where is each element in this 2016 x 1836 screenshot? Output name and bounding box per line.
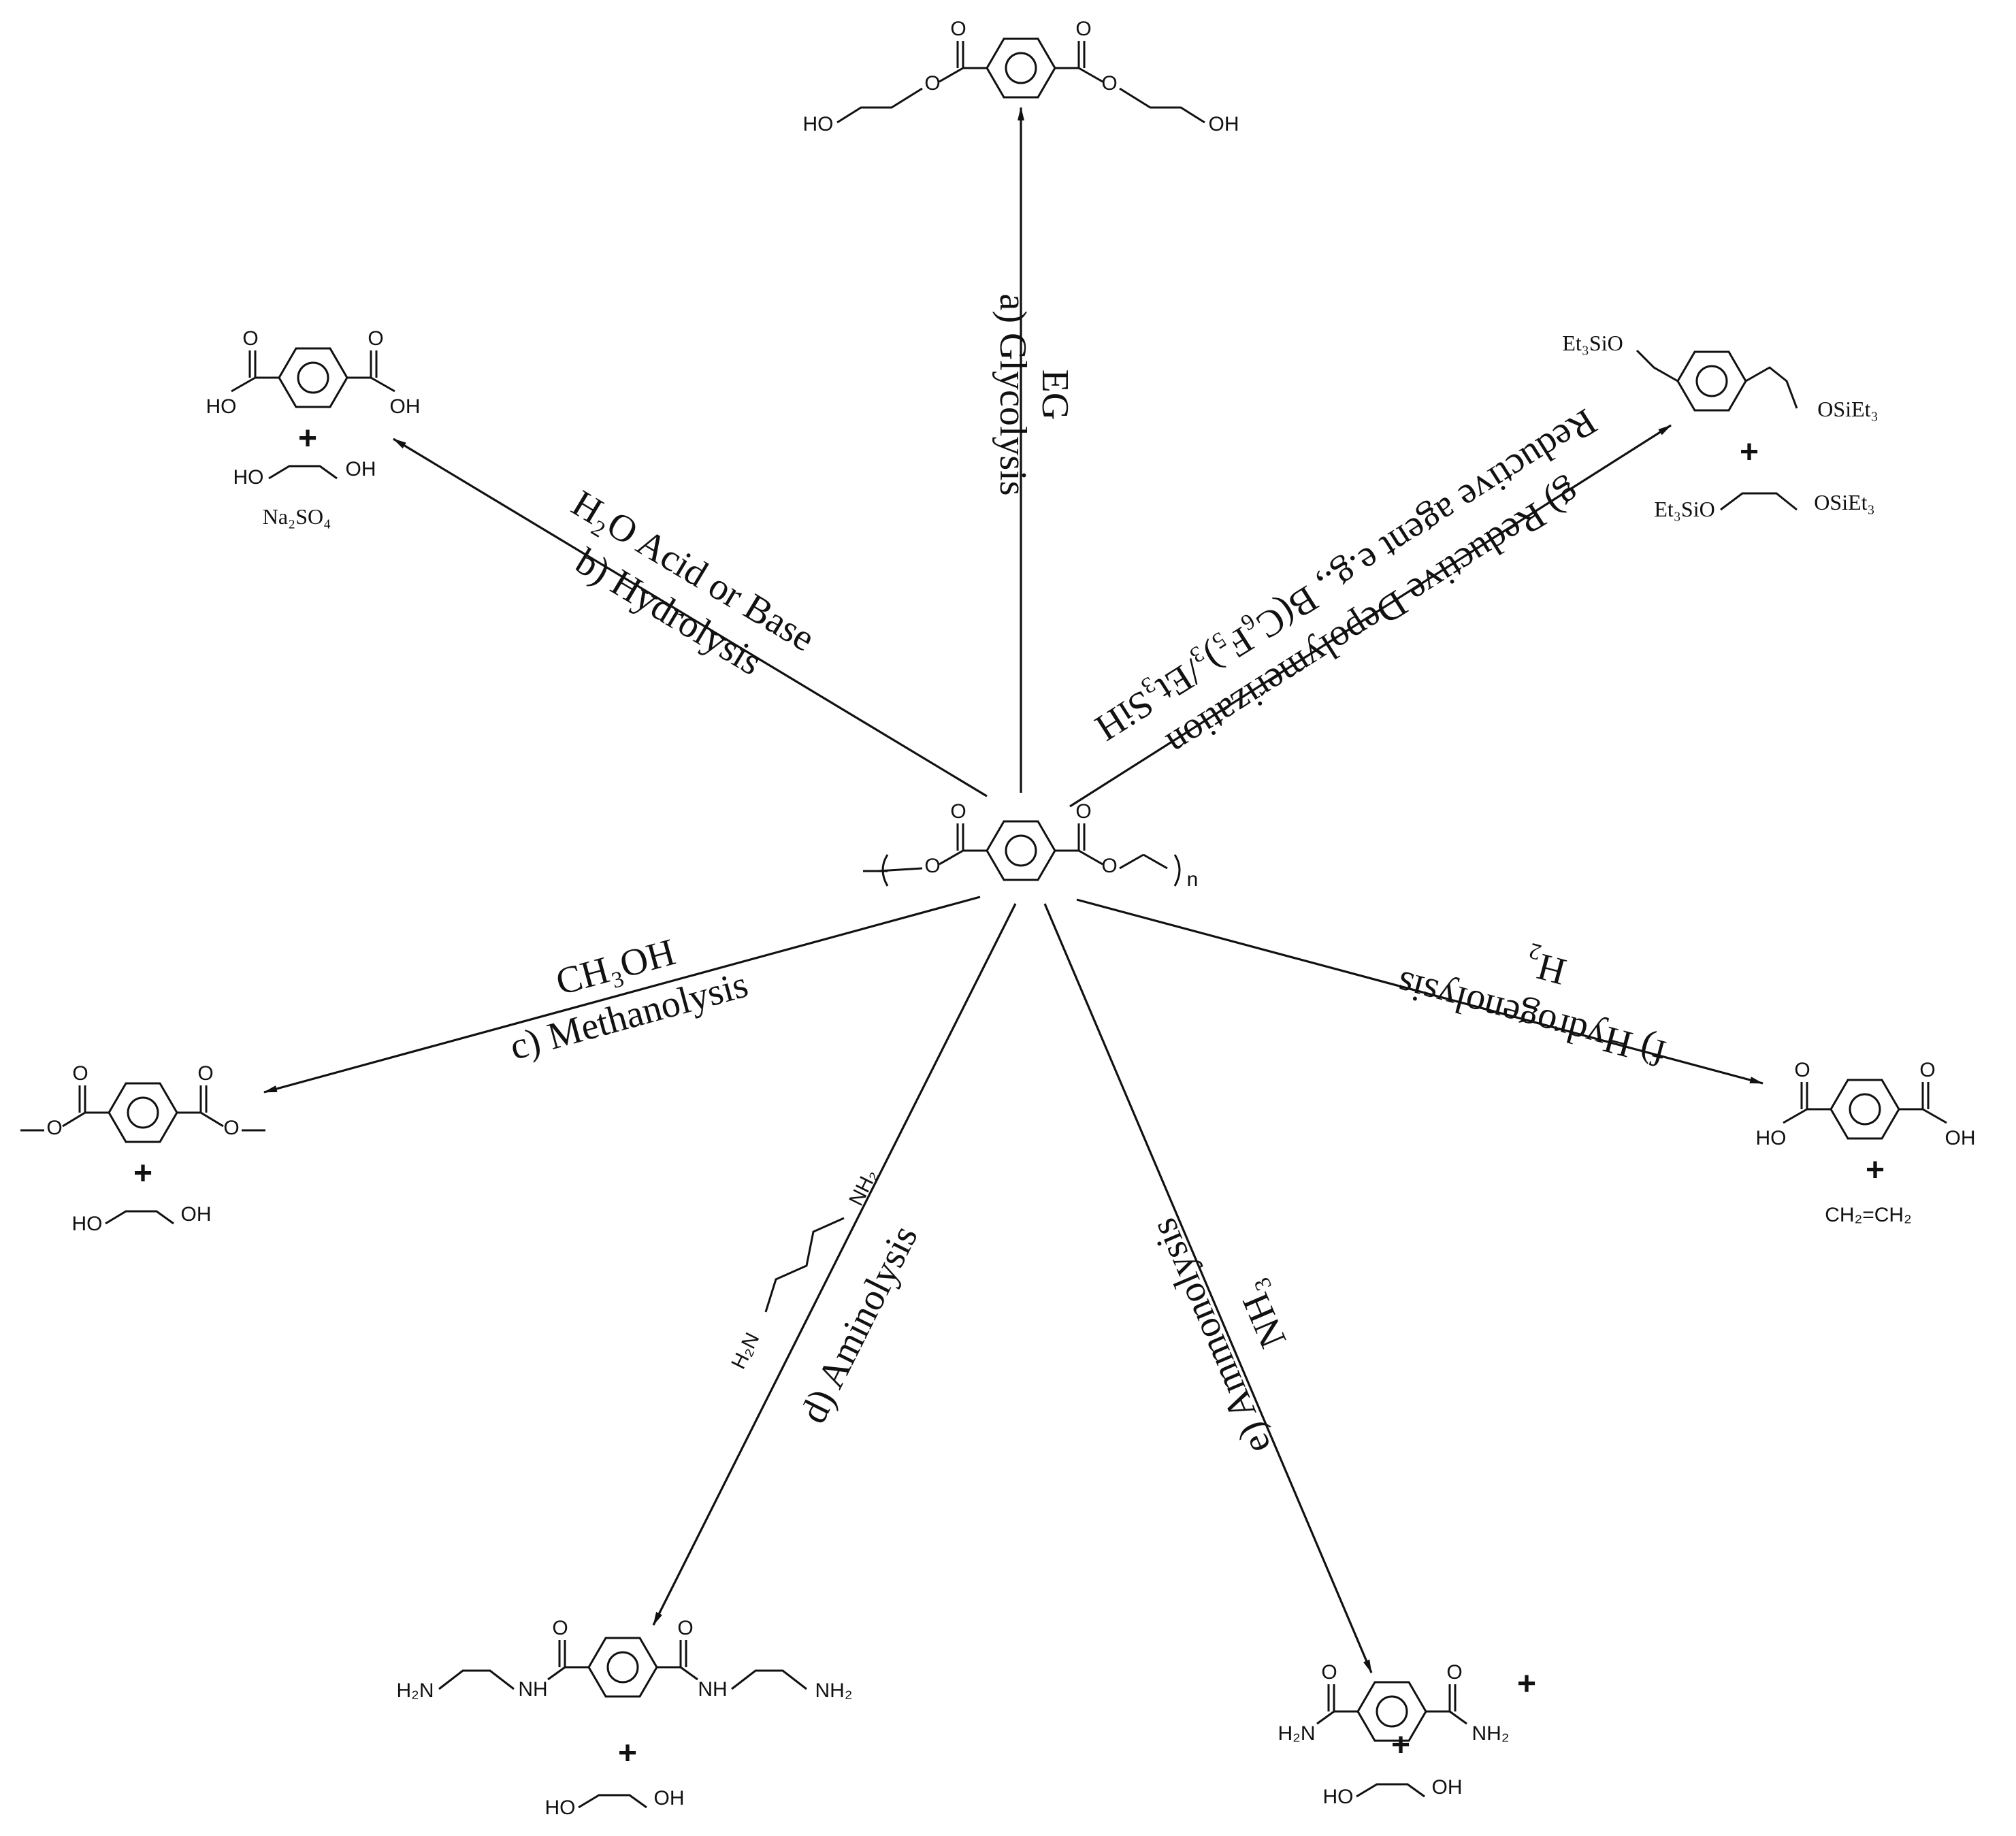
product-a-oh-left: HO <box>803 113 834 135</box>
atom-o: O <box>1101 72 1117 95</box>
arrow-b-hydrolysis <box>393 438 988 798</box>
product-e-glycol-oh: OH <box>1432 1776 1463 1799</box>
product-d-glycol-ho: HO <box>545 1797 576 1819</box>
product-b-acid-oh-right: OH <box>390 395 421 418</box>
product-b-glycol-ho: HO <box>233 466 264 489</box>
atom-o: O <box>950 18 966 40</box>
product-c-dimethyl-terephthalate: O O O O <box>20 1062 265 1143</box>
product-d-nh-right: NH <box>698 1678 727 1701</box>
product-g-plus: + <box>1740 434 1759 470</box>
product-f-terephthalic-acid: O O HO OH <box>1756 1059 1976 1149</box>
arrow-g-reductive <box>1069 424 1672 808</box>
product-e-amide-right: NH₂ <box>1472 1722 1510 1745</box>
product-d-ethylene-glycol: HO OH <box>545 1787 685 1819</box>
product-b-salt: Na₂SO₄ <box>263 504 331 529</box>
product-e-glycol-ho: HO <box>1323 1786 1354 1808</box>
arrow-e-ammonolysis <box>1043 903 1373 1673</box>
product-e-plus: + <box>1391 1727 1410 1763</box>
product-e-plus-right: + <box>1517 1666 1536 1702</box>
route-e-reagent: NH₃ <box>1229 1275 1295 1354</box>
pet-reactant: O O O O n <box>863 800 1198 891</box>
product-b-glycol-oh: OH <box>346 458 376 480</box>
route-f-reagent: H₂ <box>1520 942 1570 993</box>
product-a-bhet: O O O HO O OH <box>803 18 1239 135</box>
repeat-subscript: n <box>1187 868 1199 891</box>
route-g-label: g) Reductive Depolymerization <box>1160 472 1588 765</box>
atom-o: O <box>1075 18 1091 40</box>
arrow-c-methanolysis <box>263 896 981 1094</box>
atom-o: O <box>552 1617 568 1639</box>
product-c-plus: + <box>133 1155 152 1192</box>
product-b-ethylene-glycol: HO OH <box>233 458 376 489</box>
product-c-glycol-oh: OH <box>181 1203 212 1226</box>
product-e-amide-left: H₂N <box>1278 1722 1316 1745</box>
atom-o: O <box>223 1117 239 1139</box>
atom-o: O <box>1075 800 1091 823</box>
atom-o: O <box>1446 1661 1462 1684</box>
atom-o: O <box>1101 855 1117 877</box>
atom-o: O <box>368 327 383 350</box>
reagent-h2n: H₂N <box>727 1329 764 1373</box>
product-c-ethylene-glycol: HO OH <box>72 1203 212 1235</box>
product-c-glycol-ho: HO <box>72 1213 103 1235</box>
atom-o: O <box>72 1062 88 1085</box>
atom-o: O <box>950 800 966 823</box>
atom-o: O <box>1794 1059 1810 1081</box>
product-b-terephthalic-acid: O O HO OH <box>206 327 421 418</box>
product-e-terephthalamide: O O H₂N NH₂ <box>1278 1661 1510 1745</box>
product-d-nh-left: NH <box>518 1678 547 1701</box>
product-d-plus: + <box>618 1735 637 1771</box>
product-b-acid-oh-left: HO <box>206 395 237 418</box>
product-e-ethylene-glycol: HO OH <box>1323 1776 1463 1808</box>
atom-o: O <box>924 855 940 877</box>
product-a-oh-right: OH <box>1209 113 1239 135</box>
product-b-plus: + <box>298 421 317 457</box>
route-a-reagent: EG <box>1034 370 1076 421</box>
product-d-amine-left: H₂N <box>397 1679 434 1702</box>
product-d-glycol-oh: OH <box>654 1787 685 1809</box>
product-d-bis-aminoethyl-terephthalamide: O O NH H₂N NH NH₂ <box>397 1617 853 1702</box>
product-g-silyl-glycol: Et₃SiO OSiEt₃ <box>1654 490 1874 521</box>
arrow-d-aminolysis <box>652 903 1017 1626</box>
atom-o: O <box>1919 1059 1935 1081</box>
atom-o: O <box>242 327 258 350</box>
route-a-label: a) Glycolysis <box>992 293 1034 495</box>
reagent-nh2: NH₂ <box>845 1166 881 1209</box>
atom-o: O <box>677 1617 693 1639</box>
arrow-f-hydrogenolysis <box>1076 898 1763 1085</box>
product-g-glycol-right: OSiEt₃ <box>1814 490 1874 514</box>
product-g-silyl-left: Et₃SiO <box>1562 331 1623 355</box>
product-f-ethylene: CH₂=CH₂ <box>1825 1204 1911 1226</box>
product-f-acid-oh-right: OH <box>1945 1127 1976 1149</box>
product-d-amine-right: NH₂ <box>815 1679 853 1702</box>
atom-o: O <box>1321 1661 1337 1684</box>
atom-o: O <box>197 1062 213 1085</box>
product-f-plus: + <box>1866 1152 1885 1188</box>
product-g-silyl-right: OSiEt₃ <box>1817 397 1878 421</box>
product-g-silyl-ether: Et₃SiO OSiEt₃ <box>1562 331 1878 421</box>
atom-o: O <box>46 1117 62 1139</box>
reaction-arrows <box>263 107 1763 1673</box>
atom-o: O <box>924 72 940 95</box>
route-d-label: d) Aminolysis <box>792 1219 926 1430</box>
product-g-glycol-left: Et₃SiO <box>1654 497 1714 521</box>
route-g-reagent: Reductive agent e.g., B(C₆F₅)₃/Et₃SiH <box>1088 400 1604 749</box>
product-f-acid-oh-left: HO <box>1756 1127 1787 1149</box>
